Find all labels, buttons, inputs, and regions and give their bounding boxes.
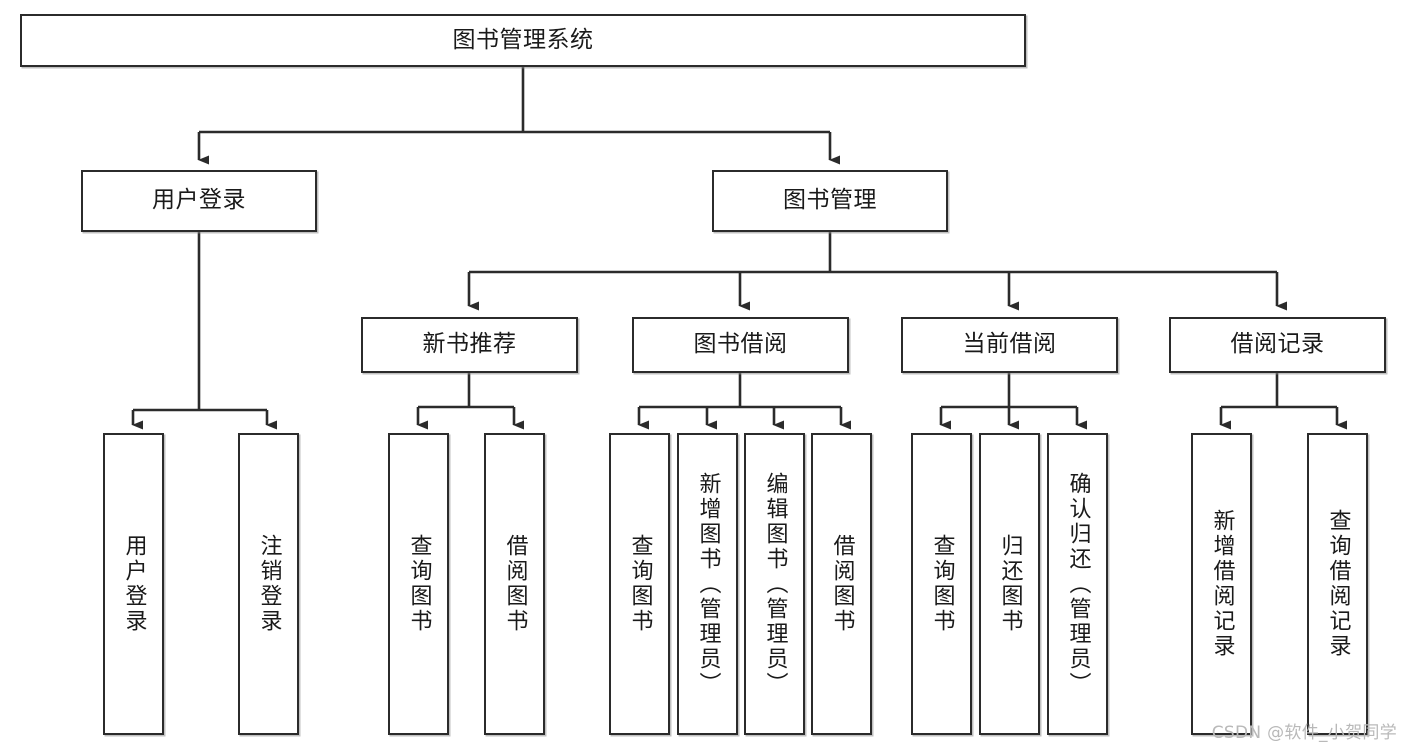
node-label: 借阅图书 (502, 534, 528, 634)
leaf-user-login[interactable]: 用户登录 (103, 433, 164, 735)
node-label: 新增图书（管理员） (695, 471, 721, 697)
leaf-borrow-book-nb[interactable]: 借阅图书 (484, 433, 545, 735)
node-label: 新书推荐 (422, 331, 517, 358)
leaf-query-book-bb[interactable]: 查询图书 (609, 433, 670, 735)
node-label: 用户登录 (121, 534, 147, 634)
node-label: 图书借阅 (693, 331, 788, 358)
leaf-query-book-cb[interactable]: 查询图书 (911, 433, 972, 735)
node-user-login[interactable]: 用户登录 (81, 170, 317, 232)
node-label: 查询借阅记录 (1325, 509, 1351, 659)
leaf-add-book-admin[interactable]: 新增图书（管理员） (677, 433, 738, 735)
node-label: 图书管理 (783, 187, 877, 214)
node-current-borrow[interactable]: 当前借阅 (901, 317, 1118, 373)
node-label: 编辑图书（管理员） (762, 471, 788, 697)
node-label: 注销登录 (256, 534, 282, 634)
leaf-edit-book-admin[interactable]: 编辑图书（管理员） (744, 433, 805, 735)
node-label: 图书管理系统 (452, 26, 594, 53)
node-label: 用户登录 (152, 187, 246, 214)
leaf-query-book-nb[interactable]: 查询图书 (388, 433, 449, 735)
node-label: 确认归还（管理员） (1065, 471, 1091, 697)
node-label: 当前借阅 (962, 331, 1057, 358)
leaf-add-borrow-record[interactable]: 新增借阅记录 (1191, 433, 1252, 735)
watermark-text: CSDN @软件_小贺同学 (1211, 723, 1397, 743)
node-label: 借阅图书 (829, 534, 855, 634)
node-label: 查询图书 (627, 534, 653, 634)
node-label: 借阅记录 (1230, 331, 1325, 358)
leaf-return-book[interactable]: 归还图书 (979, 433, 1040, 735)
node-borrow-record[interactable]: 借阅记录 (1169, 317, 1386, 373)
node-label: 查询图书 (406, 534, 432, 634)
node-label: 新增借阅记录 (1209, 509, 1235, 659)
node-label: 归还图书 (997, 534, 1023, 634)
node-book-management[interactable]: 图书管理 (712, 170, 948, 232)
leaf-logout[interactable]: 注销登录 (238, 433, 299, 735)
leaf-query-borrow-record[interactable]: 查询借阅记录 (1307, 433, 1368, 735)
node-root-library-system[interactable]: 图书管理系统 (20, 14, 1026, 67)
node-book-borrow[interactable]: 图书借阅 (632, 317, 849, 373)
node-new-book-recommend[interactable]: 新书推荐 (361, 317, 578, 373)
node-label: 查询图书 (929, 534, 955, 634)
leaf-confirm-return-admin[interactable]: 确认归还（管理员） (1047, 433, 1108, 735)
leaf-borrow-book-bb[interactable]: 借阅图书 (811, 433, 872, 735)
